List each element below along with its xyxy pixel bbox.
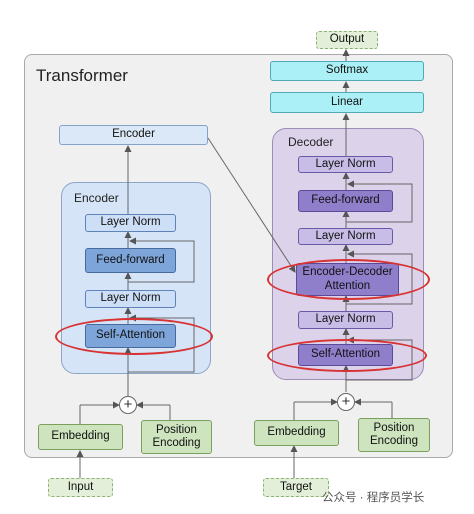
highlight-decoder-self-attention [267, 339, 427, 372]
dec-residual-3 [346, 180, 413, 223]
encoder-layer-norm-top: Layer Norm [85, 214, 176, 232]
enc-to-decoder [207, 137, 296, 273]
input-position-encoding: Position Encoding [141, 420, 212, 454]
decoder-layer-norm-3: Layer Norm [298, 311, 393, 329]
highlight-cross-attention [267, 259, 430, 300]
enc-residual-2 [128, 237, 195, 283]
input-embedding: Embedding [38, 424, 123, 450]
target-position-encoding: Position Encoding [358, 418, 430, 452]
encoder-feed-forward: Feed-forward [85, 248, 176, 273]
input-label: Input [48, 478, 113, 497]
decoder-layer-norm-1: Layer Norm [298, 156, 393, 173]
target-embedding: Embedding [254, 420, 339, 446]
diagram-title: Transformer [36, 66, 128, 85]
linear-box: Linear [270, 92, 424, 113]
decoder-block-label: Decoder [288, 135, 334, 149]
target-label: Target [263, 478, 329, 497]
decoder-add-icon: + [337, 393, 355, 411]
output-label: Output [316, 31, 378, 49]
watermark: 公众号 · 程序员学长 [322, 492, 425, 504]
encoder-layer-norm-bottom: Layer Norm [85, 290, 176, 308]
encoder-add-icon: + [119, 396, 137, 414]
decoder-layer-norm-2: Layer Norm [298, 228, 393, 245]
encoder-stack-box: Encoder [59, 125, 208, 145]
highlight-encoder-self-attention [55, 318, 213, 355]
encoder-block-label: Encoder [74, 191, 119, 205]
decoder-feed-forward: Feed-forward [298, 190, 393, 212]
softmax-box: Softmax [270, 61, 424, 81]
